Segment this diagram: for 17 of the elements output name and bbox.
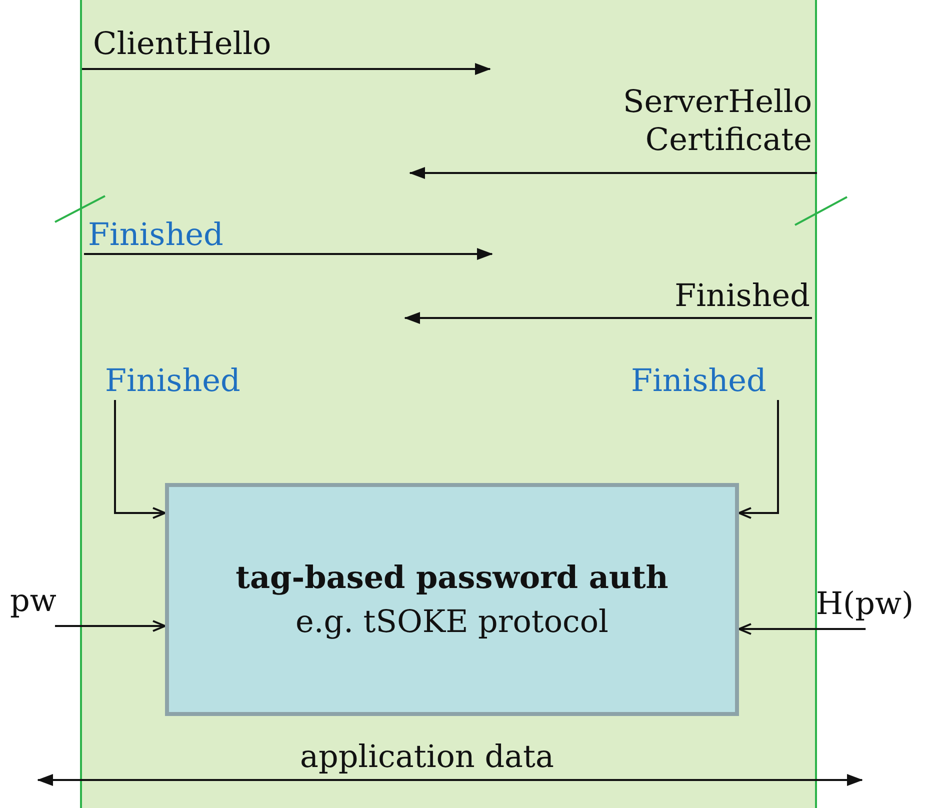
text-label: pw bbox=[10, 582, 56, 620]
arrow bbox=[55, 620, 166, 632]
data-label: application data bbox=[299, 738, 555, 776]
message-label: ServerHello Certificate bbox=[622, 83, 812, 159]
text-label: H(pw) bbox=[816, 585, 914, 623]
message-label: Finished bbox=[88, 216, 224, 254]
arrow bbox=[114, 400, 166, 519]
arrow bbox=[738, 400, 779, 519]
box-title: tag-based password auth bbox=[236, 558, 668, 598]
message-label: ClientHello bbox=[93, 25, 272, 63]
text-label: Finished bbox=[105, 362, 240, 400]
protocol-band bbox=[80, 0, 817, 808]
arrow bbox=[738, 623, 866, 635]
box-subtitle: e.g. tSOKE protocol bbox=[296, 602, 608, 642]
process-box bbox=[165, 483, 739, 716]
text-label: Finished bbox=[631, 362, 766, 400]
message-label: Finished bbox=[674, 277, 810, 315]
